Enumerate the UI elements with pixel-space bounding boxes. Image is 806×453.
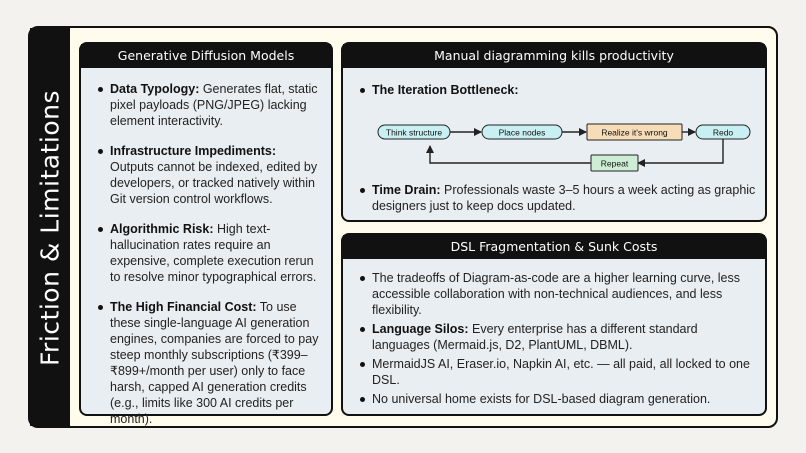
bullet-list: The tradeoffs of Diagram-as-code are a h…: [343, 259, 765, 407]
bullet-text: Outputs cannot be indexed, edited by dev…: [110, 160, 318, 206]
bullet-text: Every enterprise has a different standar…: [372, 322, 698, 352]
bullet-text: High text-hallucination rates require an…: [110, 222, 317, 284]
bullet-item: The tradeoffs of Diagram-as-code are a h…: [359, 270, 757, 318]
flow-node-label: Redo: [713, 128, 734, 138]
flow-node-realize-wrong: Realize it's wrong: [586, 123, 683, 141]
bullet-text: MermaidJS AI, Eraser.io, Napkin AI, etc.…: [372, 357, 750, 387]
bullet-label: Infrastructure Impediments:: [110, 144, 277, 158]
bullet-text: Professionals waste 3–5 hours a week act…: [372, 183, 756, 213]
dsl-fragmentation-card: DSL Fragmentation & Sunk Costs The trade…: [341, 233, 767, 416]
flow-node-repeat: Repeat: [590, 154, 639, 172]
bullet-item: Infrastructure Impediments: Outputs cann…: [97, 143, 321, 207]
flow-node-redo: Redo: [695, 124, 751, 140]
bullet-item: Language Silos: Every enterprise has a d…: [359, 321, 757, 353]
bullet-label: The Iteration Bottleneck:: [372, 83, 519, 97]
bullet-item: The Iteration Bottleneck:: [359, 82, 759, 98]
bullet-item: Data Typology: Generates flat, static pi…: [97, 81, 321, 129]
side-title-bar: Friction & Limitations: [30, 28, 70, 426]
side-title: Friction & Limitations: [35, 89, 65, 367]
card-header: Generative Diffusion Models: [81, 44, 331, 68]
bullet-text: The tradeoffs of Diagram-as-code are a h…: [372, 271, 741, 317]
flow-arrow: [426, 145, 591, 164]
flow-node-place-nodes: Place nodes: [481, 124, 563, 140]
card-header: Manual diagramming kills productivity: [343, 44, 765, 68]
flow-node-think-structure: Think structure: [377, 124, 451, 140]
bullet-item: The High Financial Cost: To use these si…: [97, 299, 321, 427]
bullet-label: Algorithmic Risk:: [110, 222, 214, 236]
bullet-text: Generates flat, static pixel payloads (P…: [110, 82, 318, 128]
flow-node-label: Realize it's wrong: [601, 128, 668, 138]
flow-node-label: Place nodes: [499, 128, 546, 138]
bullet-list: Data Typology: Generates flat, static pi…: [81, 68, 331, 427]
bullet-label: The High Financial Cost:: [110, 300, 257, 314]
manual-diagramming-card: Manual diagramming kills productivity Th…: [341, 42, 767, 222]
bullet-item: MermaidJS AI, Eraser.io, Napkin AI, etc.…: [359, 356, 757, 388]
bullet-item: Algorithmic Risk: High text-hallucinatio…: [97, 221, 321, 285]
slide-frame: Friction & Limitations Generative Diffus…: [28, 26, 778, 428]
generative-diffusion-card: Generative Diffusion Models Data Typolog…: [79, 42, 333, 426]
bullet-text: To use these single-language AI generati…: [110, 300, 319, 426]
bullet-label: Time Drain:: [372, 183, 441, 197]
bullet-label: Data Typology:: [110, 82, 200, 96]
flow-node-label: Repeat: [601, 159, 629, 169]
iteration-flow-diagram: Think structure Place nodes Realize it's…: [377, 123, 751, 172]
flow-arrow: [637, 139, 724, 167]
bullet-text: No universal home exists for DSL-based d…: [372, 392, 711, 406]
bullet-item: No universal home exists for DSL-based d…: [359, 391, 757, 407]
flow-node-label: Think structure: [386, 128, 442, 138]
bullet-item: Time Drain: Professionals waste 3–5 hour…: [359, 182, 759, 214]
bullet-label: Language Silos:: [372, 322, 469, 336]
card-header: DSL Fragmentation & Sunk Costs: [343, 235, 765, 259]
